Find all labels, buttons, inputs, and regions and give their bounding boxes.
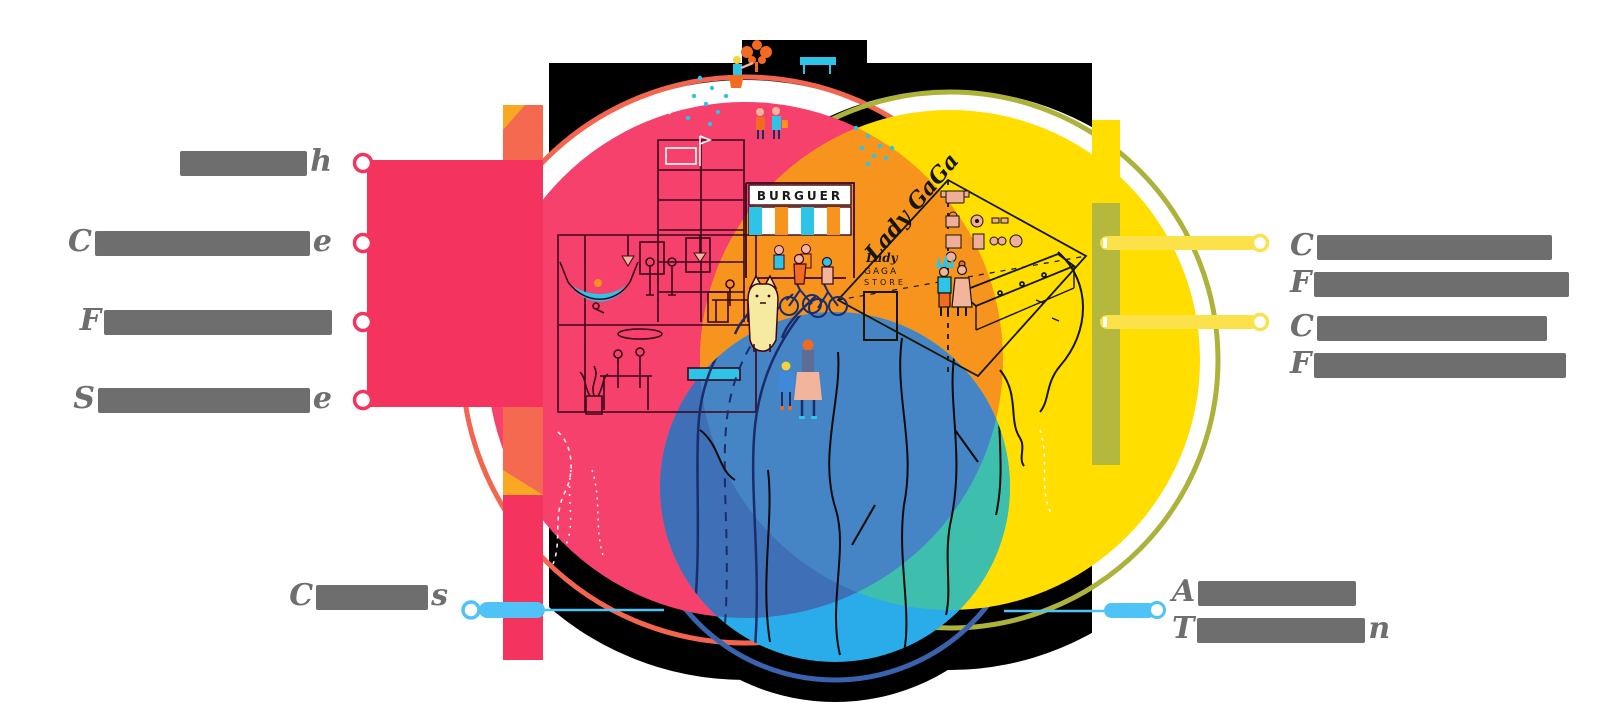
label-fragment: C xyxy=(289,578,314,613)
redaction-bar xyxy=(1197,618,1366,643)
ground-cracks xyxy=(699,337,1002,656)
label-fragment: C xyxy=(1290,309,1314,344)
connector-ring xyxy=(352,152,374,174)
label-bottom-left: C s xyxy=(289,578,448,614)
bottom-connectors xyxy=(461,600,1166,620)
redaction-bar xyxy=(316,585,429,610)
label-fragment: S xyxy=(73,381,95,416)
right-connectors xyxy=(1100,233,1270,332)
white-window xyxy=(665,147,697,165)
label-fragment: n xyxy=(1368,611,1391,646)
redaction-bar xyxy=(104,310,332,335)
redaction-bar xyxy=(180,151,308,176)
store-door xyxy=(863,291,898,341)
right-accent-group xyxy=(1092,120,1120,465)
burguer-stand: BURGUER xyxy=(745,182,855,279)
label-right-1: C F xyxy=(1290,228,1570,301)
label-bottom-right: A T n xyxy=(1172,574,1391,647)
awning xyxy=(748,206,852,236)
left-accent-panel xyxy=(367,160,543,407)
label-fragment: A xyxy=(1172,574,1196,609)
white-flag-pole xyxy=(699,135,713,166)
connector-ring xyxy=(352,389,374,411)
connector-capsule xyxy=(1100,315,1258,329)
top-scene xyxy=(663,40,895,167)
store-sign: Lady GAGA STORE xyxy=(864,251,906,287)
figure-cyclists xyxy=(779,253,848,318)
connector-ring xyxy=(1148,601,1166,619)
figure-cat-costume xyxy=(747,274,779,352)
left-accent-group xyxy=(367,105,543,660)
redaction-bar xyxy=(1314,272,1570,297)
redaction-bar xyxy=(1314,353,1567,378)
connector-ring xyxy=(352,232,374,254)
label-fragment: T xyxy=(1172,611,1195,646)
redaction-bar xyxy=(1316,235,1552,260)
connector-capsule xyxy=(1104,603,1156,618)
right-accent-strip-top xyxy=(1092,120,1120,203)
redaction-bar xyxy=(1316,316,1547,341)
store-sign-line3: STORE xyxy=(864,278,906,287)
store-figures xyxy=(936,254,973,316)
redaction-bar xyxy=(94,231,310,256)
store-sign-line1: Lady xyxy=(865,251,899,265)
label-fragment: e xyxy=(312,224,332,259)
figure-sitting xyxy=(729,56,754,88)
orange-foliage xyxy=(741,40,772,72)
teal-table xyxy=(687,367,741,381)
label-fragment: F xyxy=(79,303,101,338)
label-fragment: F xyxy=(1290,265,1312,300)
connector-ring xyxy=(1250,233,1270,253)
connector-ring xyxy=(352,311,374,333)
teal-sparkles xyxy=(685,75,895,167)
burguer-sign-text: BURGUER xyxy=(757,189,843,203)
label-left-3: F xyxy=(79,303,335,339)
label-fragment: C xyxy=(1290,228,1314,263)
redaction-bar xyxy=(97,388,310,413)
label-fragment: h xyxy=(310,144,332,179)
connector-capsule xyxy=(1100,236,1258,250)
store-sign-line2: GAGA xyxy=(864,267,898,277)
label-fragment: F xyxy=(1290,346,1312,381)
label-right-2: C F xyxy=(1290,309,1567,382)
store-roof xyxy=(836,178,1088,378)
connector-ring xyxy=(1250,312,1270,332)
plant-pot xyxy=(585,395,603,415)
label-fragment: e xyxy=(312,381,332,416)
pink-area-sketch xyxy=(557,139,757,415)
left-connectors xyxy=(352,152,374,411)
figure-mother-and-child xyxy=(777,339,822,419)
label-fragment: s xyxy=(431,578,448,613)
connector-capsule xyxy=(479,602,545,618)
label-left-1: h xyxy=(177,144,332,180)
white-ladder-marks xyxy=(663,89,683,115)
label-left-4: S e xyxy=(73,381,332,417)
teal-bench xyxy=(800,57,836,65)
figure-kids xyxy=(756,107,788,139)
connector-ring xyxy=(461,600,481,620)
label-fragment: C xyxy=(68,224,92,259)
clothes-icons xyxy=(940,190,1023,263)
burguer-sign-band xyxy=(748,184,852,206)
white-cliff-sketches xyxy=(552,429,1053,565)
label-left-2: C e xyxy=(68,224,332,260)
redaction-bar xyxy=(1198,581,1357,606)
yellow-area-sketch xyxy=(836,178,1088,467)
